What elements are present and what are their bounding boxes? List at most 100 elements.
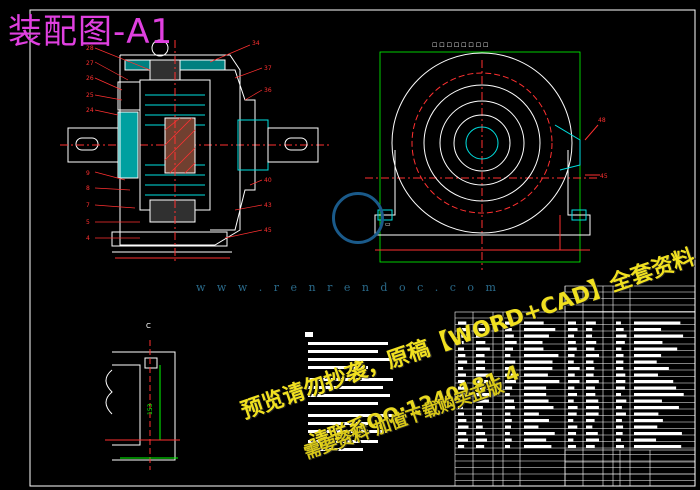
svg-text:☐ ☐ ☐ ☐ ☐ ☐ ☐ ☐: ☐ ☐ ☐ ☐ ☐ ☐ ☐ ☐ [432,42,488,49]
table-cell-mark [586,334,593,338]
table-cell-mark [524,419,549,422]
table-cell-mark [586,341,597,344]
table-cell-mark [586,354,600,357]
table-cell-mark [458,354,466,357]
table-cell-mark [476,334,483,338]
table-cell-mark [586,328,593,331]
watermark-logo-icon [332,192,384,244]
table-cell-mark [616,334,627,338]
table-cell-mark [458,386,467,390]
table-cell-mark [476,406,483,409]
svg-text:48: 48 [598,117,606,124]
table-cell-mark [586,438,600,442]
table-cell-mark [616,367,624,370]
svg-text:34: 34 [252,40,260,47]
table-cell-mark [524,328,556,331]
table-cell-mark [634,399,662,403]
table-cell-mark [616,399,627,403]
table-cell-mark [458,399,467,403]
detail-view: C 153 [105,322,180,470]
table-cell-mark [586,393,596,396]
lifting-eye [151,39,169,57]
table-cell-mark [524,380,560,383]
right-shaft [267,127,319,163]
table-cell-mark [476,360,485,364]
table-cell-mark [586,373,594,377]
table-cell-mark [634,354,662,357]
table-cell-mark [524,432,555,435]
svg-text:45: 45 [600,173,608,180]
table-cell-mark [634,425,658,429]
table-cell-mark [524,399,549,403]
table-cell-mark [634,341,663,344]
table-cell-mark [505,425,511,429]
table-cell-mark [568,445,576,448]
table-cell-mark [505,438,512,442]
table-cell-mark [505,373,514,377]
table-cell-mark [505,386,513,390]
table-cell-mark [634,360,657,364]
table-cell-mark [568,354,575,357]
table-cell-mark [505,341,517,344]
table-cell-mark [524,321,544,325]
table-cell-mark [524,445,552,448]
svg-text:28: 28 [86,45,94,52]
table-cell-mark [524,360,553,364]
table-cell-mark [568,432,577,435]
table-cell-mark [505,360,516,364]
table-cell-mark [476,399,489,403]
table-cell-mark [476,412,482,416]
table-cell-mark [458,367,464,370]
table-cell-mark [568,367,580,370]
table-cell-mark [568,393,578,396]
table-cell-mark [505,347,514,351]
table-cell-mark [524,406,554,409]
table-cell-mark [634,328,662,331]
table-cell-mark [476,328,486,331]
table-cell-mark [634,419,663,422]
table-cell-mark [586,412,599,416]
table-cell-mark [634,367,669,370]
table-cell-mark [634,373,658,377]
table-cell-mark [458,328,468,331]
table-cell-mark [616,406,622,409]
table-cell-mark [524,367,553,370]
table-cell-mark [616,419,622,422]
table-cell-mark [458,334,468,338]
table-cell-mark [586,347,595,351]
table-cell-mark [476,321,487,325]
table-cell-mark [616,341,625,344]
table-cell-mark [634,412,659,416]
table-cell-mark [505,412,511,416]
svg-text:36: 36 [264,87,272,94]
table-cell-mark [524,334,549,338]
svg-text:45: 45 [264,227,272,234]
table-cell-mark [568,347,577,351]
table-cell-mark [568,399,574,403]
title-block [564,449,696,487]
table-cell-mark [505,399,515,403]
table-cell-mark [476,432,486,435]
table-cell-mark [505,406,515,409]
table-cell-mark [458,438,468,442]
table-cell-mark [505,334,514,338]
table-cell-mark [524,438,547,442]
table-cell-mark [568,341,576,344]
table-cell-mark [524,373,548,377]
table-cell-mark [505,328,512,331]
table-cell-mark [616,412,626,416]
table-cell-mark [524,393,547,396]
table-cell-mark [616,425,624,429]
table-cell-mark [476,354,485,357]
table-cell-mark [458,347,465,351]
table-cell-mark [616,347,622,351]
table-cell-mark [616,328,624,331]
table-cell-mark [586,419,595,422]
svg-text:8: 8 [86,185,90,192]
table-cell-mark [616,373,626,377]
table-cell-mark [616,321,621,325]
table-cell-mark [476,341,486,344]
svg-text:5: 5 [86,219,90,226]
table-cell-mark [568,386,575,390]
